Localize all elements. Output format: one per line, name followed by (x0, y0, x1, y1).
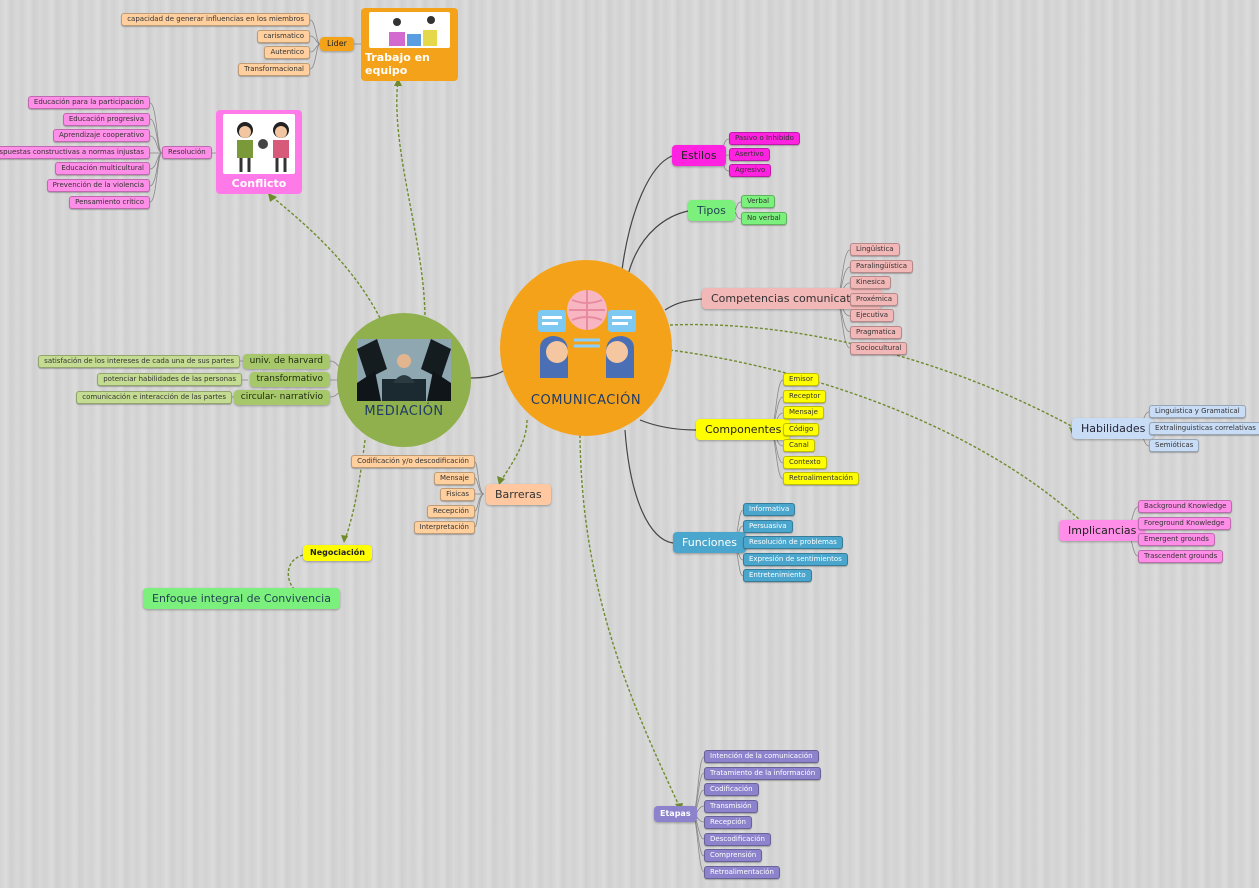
competencias-item[interactable]: Sociocultural (850, 342, 908, 355)
estilos-item[interactable]: Asertivo (729, 148, 770, 161)
comunicacion-node[interactable]: COMUNICACIÓN (500, 260, 672, 436)
implicancias-item[interactable]: Emergent grounds (1138, 533, 1215, 546)
barreras-item[interactable]: Interpretación (413, 521, 475, 534)
componentes-item[interactable]: Retroalimentación (783, 472, 859, 485)
etapas-item[interactable]: Transmisión (704, 799, 758, 813)
funciones-item[interactable]: Informativa (743, 503, 796, 516)
competencias-item[interactable]: Paralingüística (850, 259, 913, 273)
mediacion-branch-item[interactable]: comunicación e interacción de las partes (76, 391, 232, 404)
conflicto-item[interactable]: Educación progresiva (62, 112, 150, 126)
implicancias-item[interactable]: Background Knowledge (1138, 500, 1233, 513)
lider-node[interactable]: Lider (320, 37, 354, 51)
implicancias-item[interactable]: Trascendent grounds (1138, 549, 1224, 563)
habilidades-node[interactable]: Habilidades (1072, 418, 1155, 439)
etapas-item[interactable]: Intención de la comunicación (704, 750, 819, 763)
conflicto-item[interactable]: Educación multicultural (55, 162, 150, 176)
trabajo-en-equipo-node[interactable]: Trabajo en equipo (361, 8, 458, 81)
barreras-node[interactable]: Barreras (486, 484, 551, 505)
componentes-item[interactable]: Mensaje (783, 406, 824, 419)
competencias-item[interactable]: Kinesica (850, 276, 892, 289)
etapas-item[interactable]: Comprensión (704, 849, 763, 862)
mediacion-branch[interactable]: circular- narratívio (233, 390, 330, 405)
estilos-item[interactable]: Pasivo o Inhibido (729, 132, 800, 145)
etapas-item[interactable]: Descodificación (704, 832, 771, 846)
trabajo-en-equipo-label: Trabajo en equipo (365, 51, 430, 77)
funciones-item[interactable]: Resolución de problemas (743, 536, 843, 550)
mediacion-branch[interactable]: univ. de harvard (242, 354, 330, 369)
teamwork-image (368, 12, 451, 48)
habilidades-item[interactable]: Extralinguisticas correlativas (1149, 422, 1259, 435)
funciones-item[interactable]: Persuasiva (743, 519, 793, 533)
etapas-node[interactable]: Etapas (654, 806, 697, 822)
competencias-item[interactable]: Pragmatica (850, 325, 902, 339)
implicancias-item[interactable]: Foreground Knowledge (1138, 516, 1231, 530)
meeting-illustration (357, 339, 451, 401)
componentes-node[interactable]: Componentes (696, 419, 791, 440)
estilos-node[interactable]: Estilos (672, 145, 726, 166)
mediacion-branch-item[interactable]: potenciar habilidades de las personas (97, 373, 242, 386)
funciones-item[interactable]: Expresión de sentimientos (743, 552, 848, 566)
lider-item[interactable]: Autentico (264, 46, 310, 59)
conflicto-item[interactable]: Pensamiento crítico (69, 195, 150, 209)
negociacion-node[interactable]: Negociación (303, 545, 372, 561)
conflicto-label: Conflicto (231, 177, 287, 190)
etapas-item[interactable]: Codificación (704, 783, 759, 796)
conflicto-node[interactable]: Conflicto (216, 110, 302, 194)
conflict-illustration (237, 122, 290, 172)
implicancias-node[interactable]: Implicancias (1059, 520, 1146, 541)
componentes-item[interactable]: Canal (783, 439, 815, 452)
mediacion-branch-item[interactable]: satisfación de los intereses de cada una… (38, 355, 240, 368)
comunicacion-label: COMUNICACIÓN (530, 393, 642, 408)
funciones-node[interactable]: Funciones (673, 532, 746, 553)
enfoque-integral-node[interactable]: Enfoque integral de Convivencia (143, 588, 340, 609)
communication-illustration (538, 290, 636, 378)
tipos-node[interactable]: Tipos (688, 200, 735, 221)
funciones-item[interactable]: Entretenimiento (743, 569, 812, 583)
competencias-item[interactable]: Lingüística (850, 243, 900, 256)
competencias-node[interactable]: Competencias comunicativas (702, 288, 882, 309)
habilidades-item[interactable]: Linguistica y Gramatical (1149, 405, 1246, 418)
tipos-item[interactable]: Verbal (741, 195, 776, 208)
barreras-item[interactable]: Recepción (427, 504, 475, 518)
etapas-item[interactable]: Tratamiento de la información (704, 766, 822, 780)
mediacion-branch[interactable]: transformativo (249, 372, 330, 387)
lider-item[interactable]: Transformacional (238, 62, 310, 76)
componentes-item[interactable]: Receptor (783, 389, 827, 403)
mediacion-node[interactable]: MEDIACIÓN (337, 313, 471, 447)
componentes-item[interactable]: Emisor (783, 373, 819, 386)
lider-item[interactable]: carismatico (257, 29, 310, 43)
conflicto-item[interactable]: Educación para la participación (27, 96, 150, 109)
mediacion-label: MEDIACIÓN (364, 404, 444, 419)
barreras-item[interactable]: Mensaje (434, 471, 475, 485)
conflicto-item[interactable]: Aprendizaje cooperativo (53, 129, 150, 143)
estilos-item[interactable]: Agresivo (729, 164, 772, 177)
habilidades-item[interactable]: Semióticas (1149, 439, 1200, 452)
barreras-item[interactable]: Fisicas (440, 488, 475, 501)
mediation-image (357, 339, 451, 401)
componentes-item[interactable]: Código (783, 422, 820, 436)
conflicto-item[interactable]: Respuestas constructivas a normas injust… (0, 145, 150, 159)
conflicto-item[interactable]: Prevención de la violencia (46, 179, 150, 192)
tipos-item[interactable]: No verbal (741, 212, 787, 225)
componentes-item[interactable]: Contexto (783, 455, 827, 469)
barreras-item[interactable]: Codificación y/o descodificación (351, 455, 475, 468)
competencias-item[interactable]: Proxémica (850, 292, 899, 306)
resolucion-node[interactable]: Resolución (162, 146, 212, 159)
lider-item[interactable]: capacidad de generar influencias en los … (121, 13, 310, 26)
etapas-item[interactable]: Retroalimentación (704, 865, 780, 879)
conflict-image (223, 114, 295, 174)
competencias-item[interactable]: Ejecutiva (850, 309, 895, 322)
teamwork-illustration (388, 16, 437, 46)
etapas-item[interactable]: Recepción (704, 816, 752, 829)
